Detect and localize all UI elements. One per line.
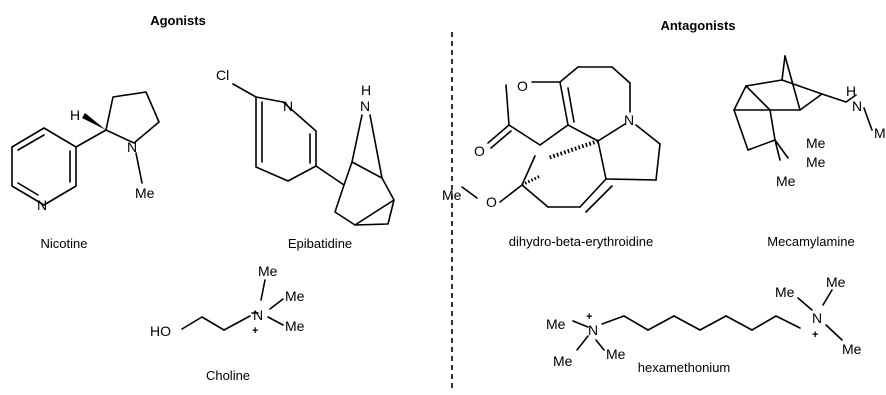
label-mecamylamine: Mecamylamine — [767, 234, 854, 249]
atom-n-mecamylamine: N — [852, 98, 862, 114]
atom-me-choline-bottom: Me — [285, 318, 305, 334]
atom-me-choline-top: Me — [258, 263, 278, 279]
label-dihydro-beta-erythroidine: dihydro-beta-erythroidine — [509, 234, 654, 249]
heading-agonists: Agonists — [150, 13, 206, 28]
label-hexamethonium: hexamethonium — [638, 360, 731, 375]
atom-n-epibatidine: N — [360, 98, 370, 114]
atom-me-choline-right: Me — [285, 288, 305, 304]
atom-n-erythroidine: N — [624, 112, 634, 128]
hashed-bond — [547, 139, 599, 160]
atom-me-hexa-right-top: Me — [826, 274, 846, 290]
atom-cl-epibatidine: Cl — [216, 67, 229, 83]
charge-plus-hexa-left: + — [586, 311, 592, 323]
heading-antagonists: Antagonists — [660, 18, 735, 33]
atom-n-nicotine: N — [127, 139, 137, 155]
atom-n-pyridine-nicotine: N — [37, 197, 47, 213]
atom-me-hexa-left-bottom: Me — [553, 353, 573, 369]
atom-m-mecamylamine: M — [874, 125, 886, 141]
atom-h-mecamylamine: H — [846, 83, 856, 99]
atom-n-choline: N — [253, 307, 263, 323]
epibatidine-structure — [232, 83, 395, 226]
atom-me-mecamylamine-2: Me — [806, 154, 826, 170]
atom-o-ring-erythroidine: O — [517, 78, 528, 94]
wedge-bond — [82, 113, 106, 130]
atom-me-hexa-right-left: Me — [775, 284, 795, 300]
mecamylamine-structure — [733, 55, 873, 161]
atom-ho-choline: HO — [150, 323, 171, 339]
nicotine-structure — [11, 91, 160, 206]
choline-structure — [181, 279, 284, 331]
atom-o-methoxy-erythroidine: O — [486, 194, 497, 210]
atom-n-hexa-left: N — [588, 322, 598, 338]
hexamethonium-structure — [572, 289, 843, 351]
label-choline: Choline — [206, 368, 250, 383]
atom-o-carbonyl-erythroidine: O — [474, 143, 485, 159]
atom-h-epibatidine: H — [361, 82, 371, 98]
label-nicotine: Nicotine — [41, 236, 88, 251]
atom-me-erythroidine: Me — [442, 187, 462, 203]
atom-me-hexa-right-bottom: Me — [842, 341, 862, 357]
atom-h-nicotine: H — [70, 107, 80, 123]
dihydro-beta-erythroidine-structure — [461, 66, 661, 213]
label-epibatidine: Epibatidine — [288, 236, 352, 251]
charge-plus-choline: + — [252, 325, 258, 337]
atom-me-nicotine: Me — [135, 185, 155, 201]
atom-n-pyridine-epibatidine: N — [283, 98, 293, 114]
atom-me-mecamylamine-3: Me — [776, 173, 796, 189]
atom-me-mecamylamine-1: Me — [806, 135, 826, 151]
charge-plus-hexa-right: + — [812, 329, 818, 341]
atom-me-hexa-left-right: Me — [606, 346, 626, 362]
atom-n-hexa-right: N — [812, 310, 822, 326]
atom-me-hexa-left-top: Me — [546, 316, 566, 332]
